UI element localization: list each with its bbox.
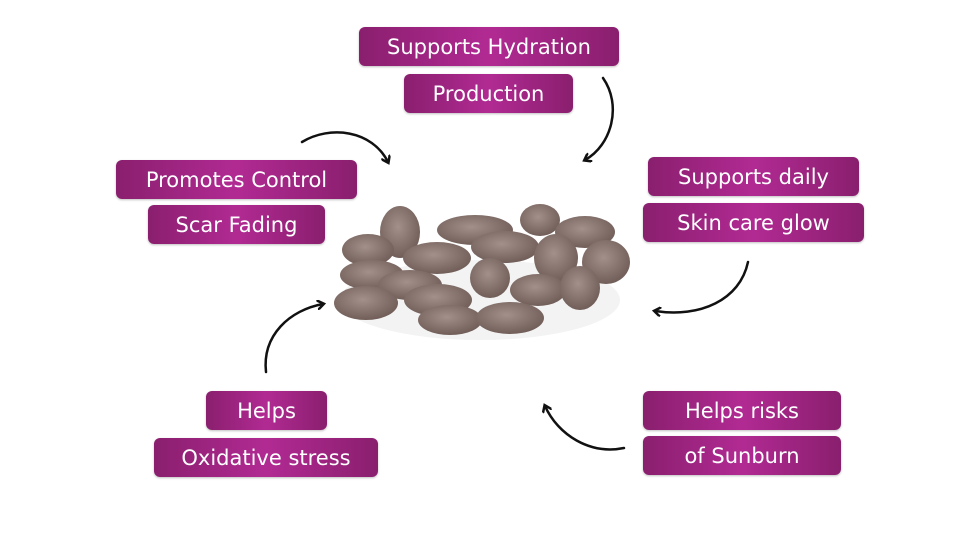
arrow-top-right: [585, 76, 615, 160]
arrow-bottom-left: [264, 304, 323, 374]
label-scar-fading: Scar Fading: [148, 205, 325, 244]
tablets-image: [334, 204, 630, 340]
label-helps-risks: Helps risks: [643, 391, 841, 430]
label-supports-hydration: Supports Hydration: [359, 27, 619, 66]
label-promotes-control: Promotes Control: [116, 160, 357, 199]
arrow-right: [655, 260, 750, 312]
label-supports-daily: Supports daily: [648, 157, 859, 196]
arrow-top-left: [300, 131, 388, 162]
label-of-sunburn: of Sunburn: [643, 436, 841, 475]
label-skin-care-glow: Skin care glow: [643, 203, 864, 242]
label-helps: Helps: [206, 391, 327, 430]
label-oxidative-stress: Oxidative stress: [154, 438, 378, 477]
label-production: Production: [404, 74, 573, 113]
arrow-bottom-right: [545, 406, 626, 451]
